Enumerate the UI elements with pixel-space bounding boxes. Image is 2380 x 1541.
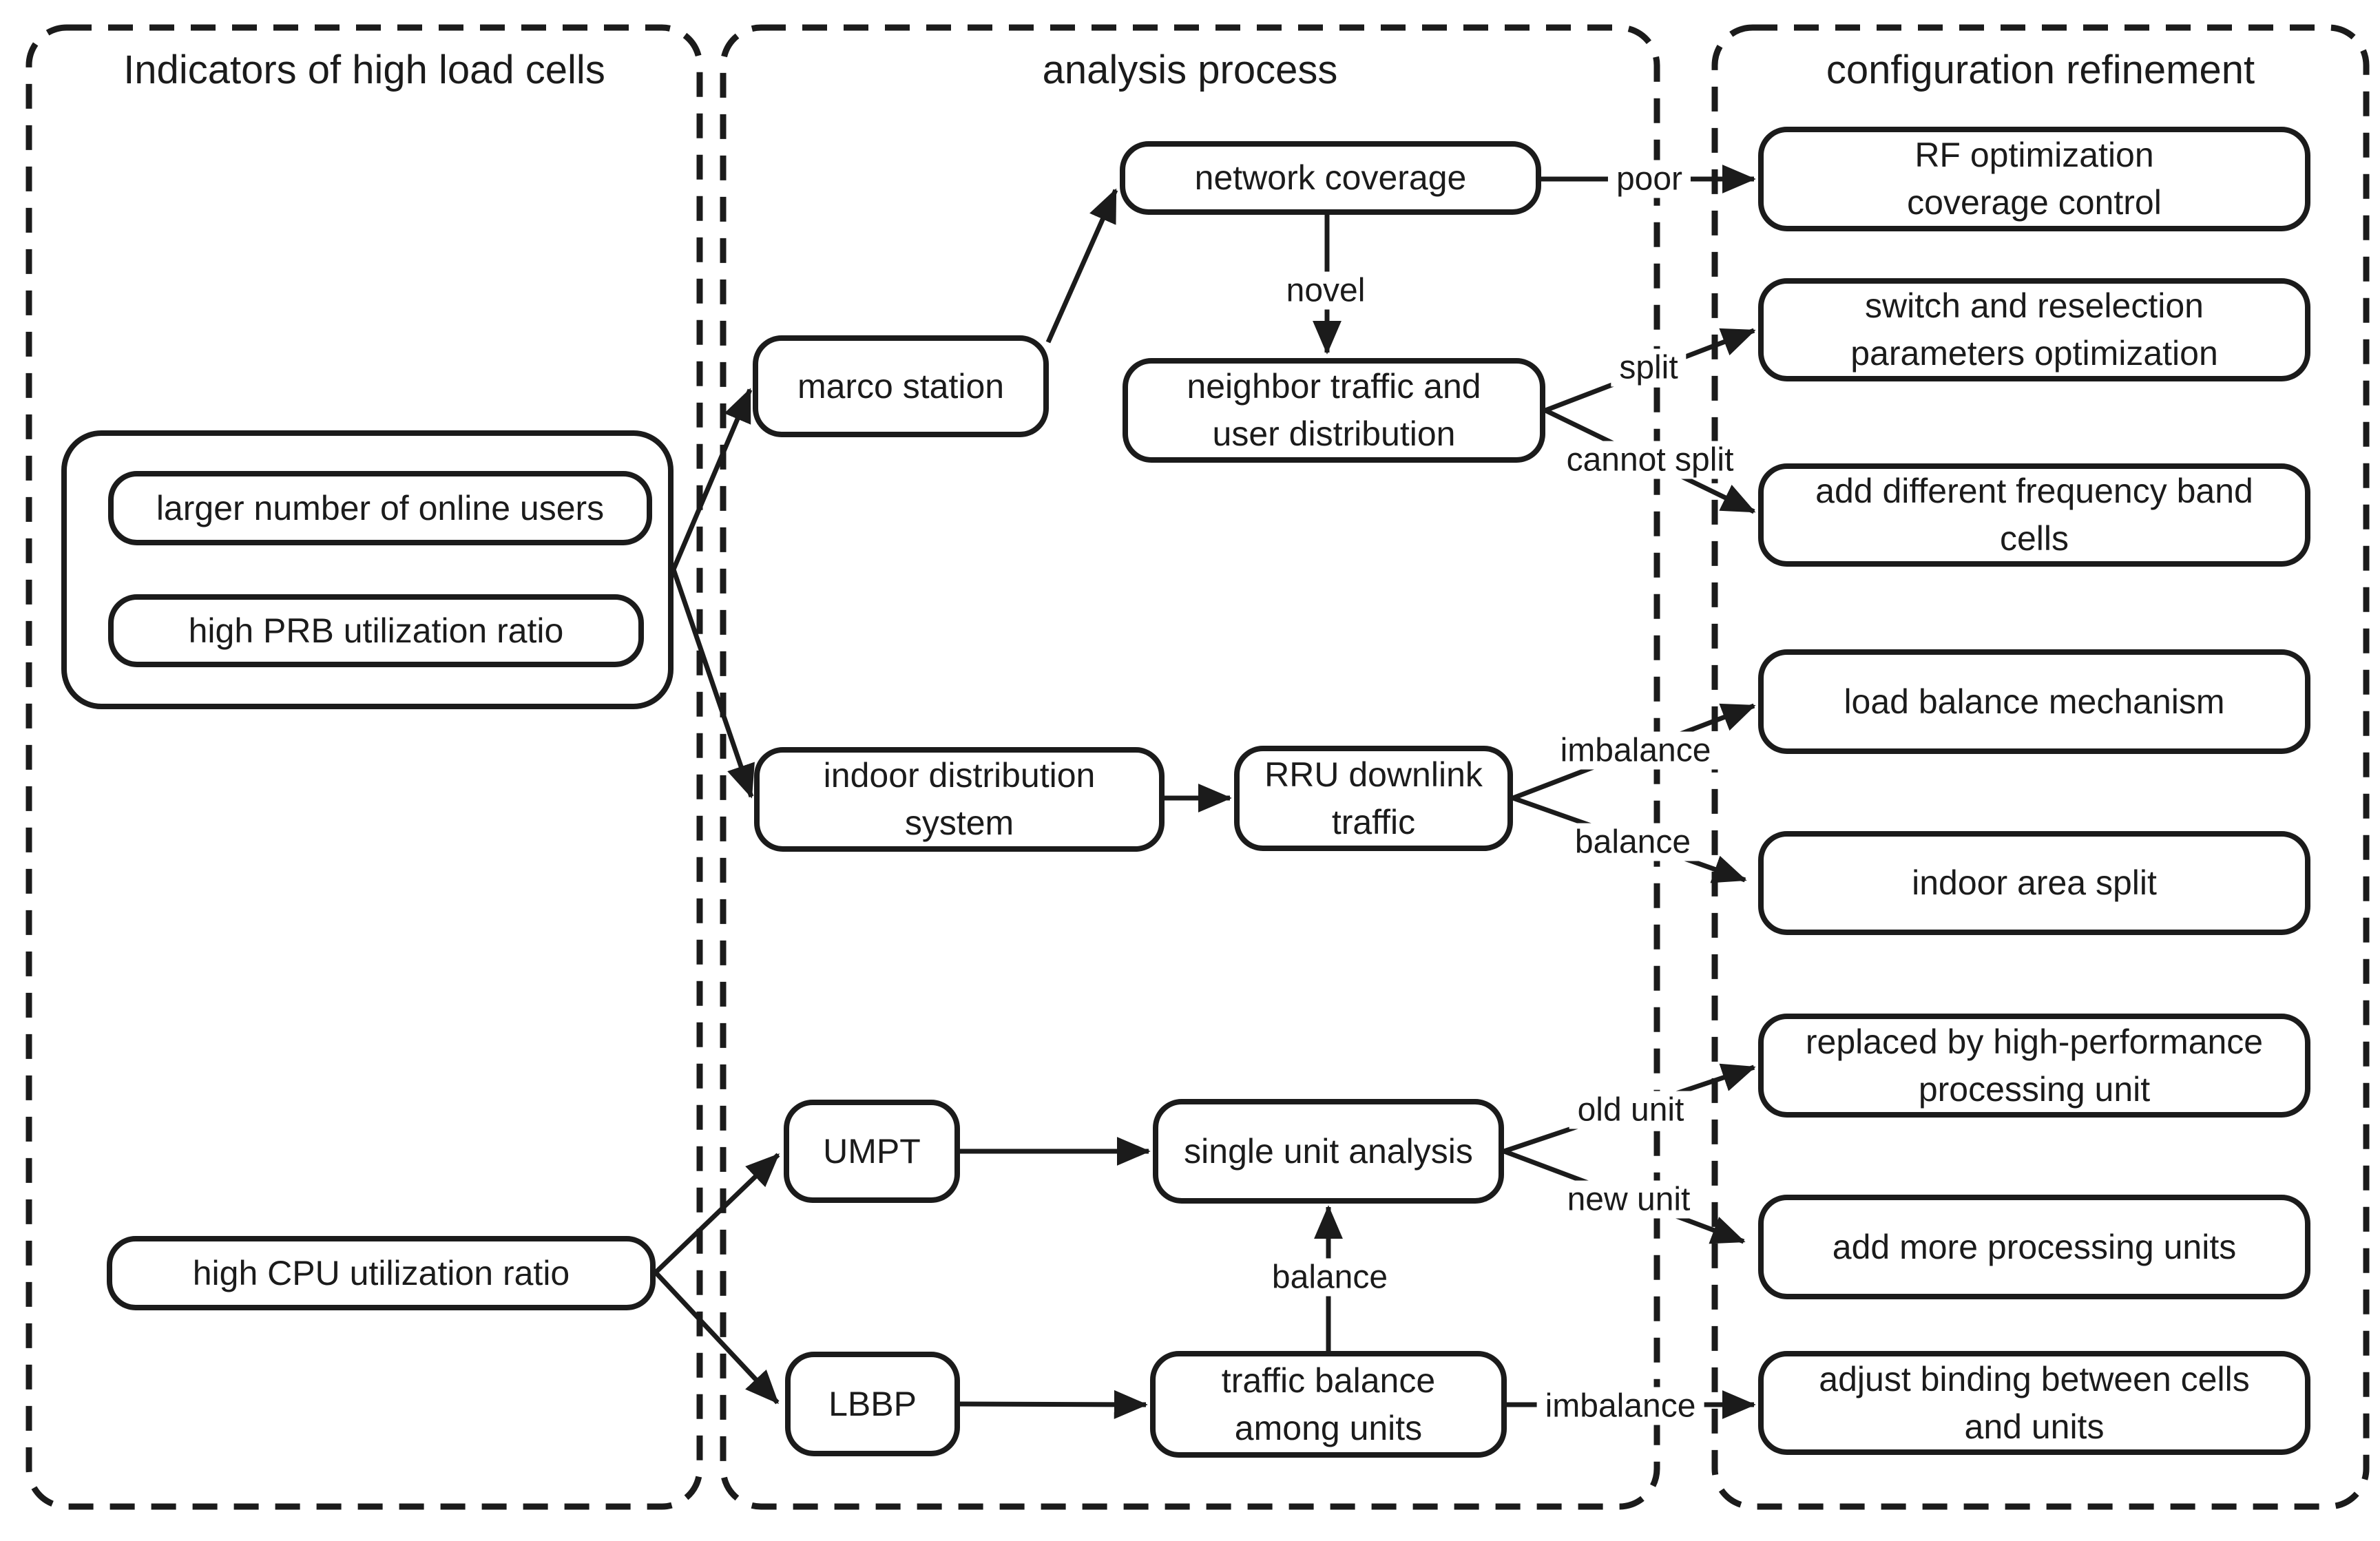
arrow-indicators-to-indoor [671,568,755,799]
node-adjust-binding: adjust binding between cells and units [1758,1351,2310,1455]
node-high-cpu-utilization: high CPU utilization ratio [107,1236,656,1310]
edge-label-novel: novel [1277,271,1374,310]
node-marco-station: marco station [753,335,1049,437]
edge-label-poor: poor [1607,160,1691,198]
node-rru-downlink: RRU downlink traffic [1234,746,1513,851]
node-network-coverage: network coverage [1120,141,1541,215]
arrow-cpu-to-lbbp [654,1270,780,1405]
arrow-indicators-to-marco [671,388,753,571]
edge-label-unit-balance: balance [1263,1258,1397,1297]
node-traffic-balance: traffic balance among units [1150,1351,1507,1458]
node-larger-number-online-users: larger number of online users [108,471,652,545]
edge-label-new-unit: new unit [1558,1180,1699,1219]
node-add-frequency-cells: add different frequency band cells [1758,463,2310,567]
edge-label-rru-balance: balance [1566,823,1700,861]
edge-label-rru-imbalance: imbalance [1552,731,1720,770]
node-replaced-high-performance: replaced by high-performance processing … [1758,1014,2310,1118]
edge-label-unit-imbalance: imbalance [1536,1387,1704,1425]
edge-label-cannot-split: cannot split [1558,441,1742,479]
node-umpt: UMPT [784,1100,960,1203]
arrow-cpu-to-umpt [654,1153,780,1275]
column-title-refinement: configuration refinement [1826,48,2255,92]
column-title-analysis: analysis process [1042,48,1338,92]
node-switch-reselection: switch and reselection parameters optimi… [1758,278,2310,381]
node-neighbor-traffic: neighbor traffic and user distribution [1123,358,1545,463]
edge-label-split: split [1611,348,1687,387]
indicator-group-box [61,430,674,709]
node-lbbp: LBBP [785,1352,960,1456]
arrow-lbbp-to-trafficbalance [959,1390,1148,1419]
node-add-processing-units: add more processing units [1758,1195,2310,1299]
node-indoor-distribution: indoor distribution system [754,747,1165,852]
node-single-unit-analysis: single unit analysis [1153,1099,1504,1204]
node-indoor-area-split: indoor area split [1758,831,2310,935]
node-load-balance: load balance mechanism [1758,649,2310,754]
node-rf-optimization: RF optimization coverage control [1758,127,2310,231]
column-frame-indicators [25,24,703,1510]
edge-label-old-unit: old unit [1569,1091,1693,1129]
column-title-indicators: Indicators of high load cells [123,48,605,92]
arrow-marco-to-network-coverage [1045,188,1118,344]
node-high-prb-utilization: high PRB utilization ratio [108,594,644,667]
